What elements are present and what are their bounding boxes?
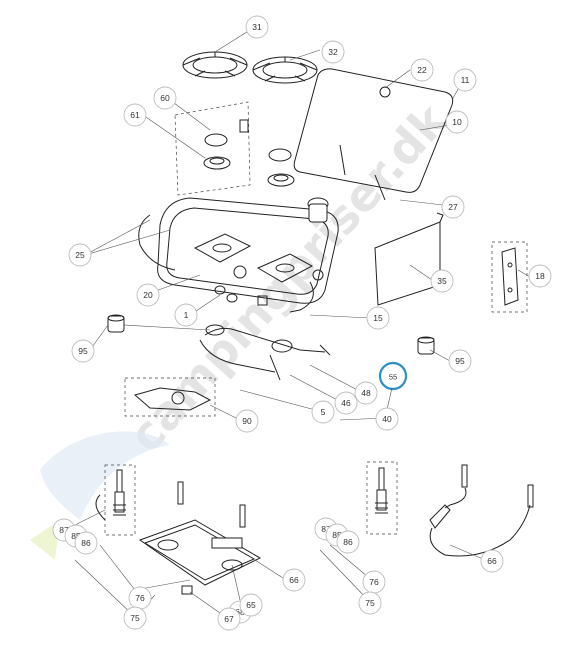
callout: 46 [334,391,358,415]
svg-text:11: 11 [461,75,470,85]
callout: 66 [282,568,306,592]
callout: 5 [311,400,335,424]
svg-text:48: 48 [361,388,371,398]
svg-text:20: 20 [143,290,153,300]
svg-text:32: 32 [328,47,338,57]
callout: 76 [362,570,386,594]
svg-text:86: 86 [81,538,91,548]
callouts: 31 32 22 11 10 60 61 27 25 20 35 18 1 15… [52,15,552,631]
callout: 75 [123,606,147,630]
svg-text:10: 10 [452,117,462,127]
callout: 15 [366,306,390,330]
svg-text:25: 25 [75,250,85,260]
frame-left [174,101,251,196]
callout: 60 [153,86,177,110]
svg-text:66: 66 [487,556,497,566]
pan-supports [182,51,318,84]
svg-text:15: 15 [373,313,383,323]
highlight-label: 55 [389,373,397,382]
svg-text:95: 95 [78,346,88,356]
svg-text:35: 35 [437,276,447,286]
svg-text:60: 60 [160,93,170,103]
callout: 61 [123,103,147,127]
callout: 18 [528,264,552,288]
svg-text:67: 67 [224,614,234,624]
svg-text:68: 68 [235,607,245,617]
callout: 76 [128,586,152,610]
callout: 32 [321,40,345,64]
gas-manifold [199,324,331,381]
svg-text:75: 75 [365,598,375,608]
callout: 66 [480,549,504,573]
callout: 27 [441,195,465,219]
callout: 35 [430,269,454,293]
callout: 86 [336,530,360,554]
svg-text:95: 95 [455,356,465,366]
svg-text:5: 5 [321,407,326,417]
svg-text:86: 86 [343,537,353,547]
svg-text:66: 66 [289,575,299,585]
callout: 10 [445,110,469,134]
burner-parts [203,119,295,187]
svg-text:76: 76 [369,577,379,587]
svg-text:65: 65 [246,600,256,610]
side-panel [374,212,444,306]
watermark-text: campingpriser.dk [118,92,459,462]
svg-text:76: 76 [135,593,145,603]
callout: 65 [239,593,263,617]
svg-text:61: 61 [130,110,140,120]
svg-text:27: 27 [448,202,458,212]
svg-text:85: 85 [71,531,81,541]
lower-left-assembly [95,464,262,595]
callout: 86 [74,531,98,555]
callout: 48 [354,381,378,405]
knob-parts [214,197,329,306]
callout: 95 [448,349,472,373]
callout: 20 [136,283,160,307]
watermark: campingpriser.dk [30,92,459,560]
svg-text:75: 75 [130,613,140,623]
callout: 75 [358,591,382,615]
callout: 95 [71,339,95,363]
callout: 90 [235,409,259,433]
svg-text:87: 87 [59,525,69,535]
hob-tray [138,197,339,313]
lower-right-assembly [366,461,534,557]
glass-lid [293,68,454,201]
svg-text:31: 31 [252,22,262,32]
highlight-circle [378,361,408,391]
callout: 25 [68,243,92,267]
svg-text:18: 18 [535,271,545,281]
svg-text:85: 85 [332,530,342,540]
svg-text:90: 90 [242,416,252,426]
callout: 1 [174,303,198,327]
svg-text:46: 46 [341,398,351,408]
callout: 31 [245,15,269,39]
svg-text:1: 1 [184,310,189,320]
svg-text:87: 87 [321,524,331,534]
valve-detail [124,377,216,417]
callout: 40 [375,407,399,431]
callout: 67 [217,607,241,631]
callout: 11 [453,68,477,92]
hinge-detail [491,241,528,313]
callout: 22 [410,58,434,82]
svg-text:22: 22 [417,65,427,75]
svg-text:40: 40 [382,414,392,424]
